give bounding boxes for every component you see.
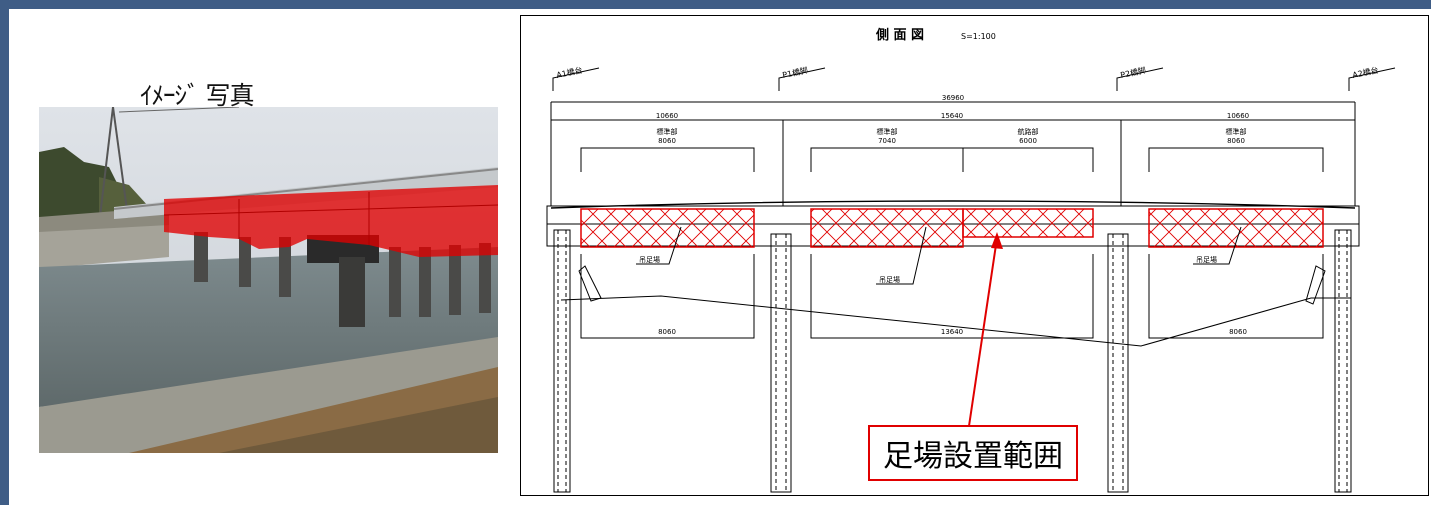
- dim-span-left: 10660: [656, 112, 678, 120]
- dim-sub-right: 8060: [1227, 137, 1245, 145]
- dim-sub-center-a: 7040: [878, 137, 896, 145]
- section-label-right: 標準部: [1226, 127, 1247, 136]
- dim-span-right: 10660: [1227, 112, 1249, 120]
- support-label-p2: P2橋脚: [1119, 65, 1146, 80]
- section-label-left: 標準部: [657, 127, 678, 136]
- section-label-center-a: 標準部: [877, 127, 898, 136]
- side-view-drawing: 側 面 図 S=1:100 A1橋台 P1橋脚 P2橋脚 A2橋台 36960: [520, 15, 1429, 496]
- dim-sub-center-b: 6000: [1019, 137, 1037, 145]
- callout-arrow: [968, 232, 1003, 427]
- scaffold-area-right: [1148, 208, 1324, 248]
- support-label-a2: A2橋台: [1351, 65, 1379, 80]
- scaffold-label-left: 吊足場: [639, 255, 660, 264]
- dim-bottom-left: 8060: [658, 328, 676, 336]
- side-view-svg: 側 面 図 S=1:100 A1橋台 P1橋脚 P2橋脚 A2橋台 36960: [546, 27, 1396, 493]
- scaffold-area-center-a: [810, 208, 964, 248]
- support-label-a1: A1橋台: [555, 65, 583, 80]
- dim-span-center: 15640: [941, 112, 963, 120]
- scaffold-label-right: 吊足場: [1196, 255, 1217, 264]
- frame-left-border: [0, 0, 9, 505]
- drawing-scale: S=1:100: [961, 32, 996, 41]
- section-label-center-b: 航路部: [1018, 127, 1039, 136]
- scaffold-label-center: 吊足場: [879, 275, 900, 284]
- dim-bottom-center: 13640: [941, 328, 963, 336]
- frame-top-border: [0, 0, 1431, 9]
- bridge-photo: [39, 107, 498, 453]
- dim-total: 36960: [942, 94, 964, 102]
- scaffold-area-left: [580, 208, 755, 248]
- support-label-p1: P1橋脚: [781, 65, 808, 80]
- dim-bottom-right: 8060: [1229, 328, 1247, 336]
- photo-caption: ｲﾒｰｼﾞ 写真: [140, 81, 254, 110]
- drawing-title: 側 面 図: [875, 27, 924, 43]
- scaffold-range-callout: 足場設置範囲: [868, 425, 1078, 481]
- scaffold-area-center-b: [962, 208, 1094, 238]
- dim-sub-left: 8060: [658, 137, 676, 145]
